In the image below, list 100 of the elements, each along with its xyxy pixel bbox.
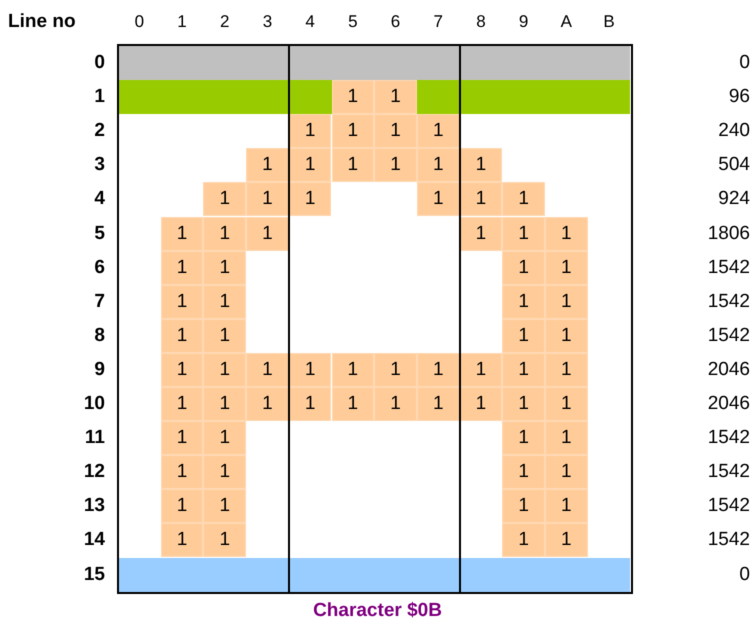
row-value: 924 xyxy=(717,188,750,210)
bit-cell: 1 xyxy=(416,148,460,182)
column-header: B xyxy=(602,11,616,33)
bit-cell: 1 xyxy=(545,489,588,524)
row-value: 1542 xyxy=(706,495,750,518)
bit-cell: 1 xyxy=(203,489,246,524)
bit-cell: 1 xyxy=(160,489,204,524)
bit-cell: 1 xyxy=(203,352,246,387)
bit-cell: 1 xyxy=(203,455,246,490)
bit-cell: 1 xyxy=(460,352,502,387)
row-value: 1542 xyxy=(706,529,750,552)
bit-cell: 1 xyxy=(545,523,588,558)
bit-cell: 1 xyxy=(374,114,417,148)
row-number: 4 xyxy=(93,188,105,210)
column-header: 6 xyxy=(390,11,402,33)
bit-cell: 1 xyxy=(545,387,588,422)
header-label: Line no xyxy=(8,11,76,33)
bit-cell: 1 xyxy=(203,216,246,251)
bit-cell: 1 xyxy=(288,148,332,182)
bit-cell: 1 xyxy=(203,523,246,558)
bit-cell: 1 xyxy=(160,421,204,456)
column-header: 7 xyxy=(432,11,444,33)
row-number: 8 xyxy=(93,324,105,347)
row-number: 5 xyxy=(93,222,105,245)
bit-cell: 1 xyxy=(332,114,374,148)
bit-cell: 1 xyxy=(160,455,204,490)
row-number: 3 xyxy=(93,154,105,176)
row-value: 96 xyxy=(728,86,750,108)
bit-cell: 1 xyxy=(160,250,204,285)
bit-cell: 1 xyxy=(502,216,545,251)
bit-cell: 1 xyxy=(203,318,246,353)
bit-cell: 1 xyxy=(246,182,289,216)
bit-cell: 1 xyxy=(160,352,204,387)
bit-cell: 1 xyxy=(332,148,374,182)
bit-cell: 1 xyxy=(288,387,332,422)
column-header: 8 xyxy=(475,11,487,33)
bit-cell: 1 xyxy=(374,387,417,422)
bit-cell: 1 xyxy=(416,182,460,216)
bit-cell: 1 xyxy=(160,523,204,558)
row-number: 10 xyxy=(82,393,105,416)
bit-cell: 1 xyxy=(545,421,588,456)
bit-cell: 1 xyxy=(203,284,246,319)
row-value: 1542 xyxy=(706,324,750,347)
bit-cell: 1 xyxy=(545,352,588,387)
column-header: 9 xyxy=(518,11,530,33)
bit-cell: 1 xyxy=(332,387,374,422)
bit-cell: 1 xyxy=(416,352,460,387)
bit-cell: 1 xyxy=(416,114,460,148)
row-number: 14 xyxy=(82,529,105,552)
bit-cell: 1 xyxy=(545,216,588,251)
row-number: 9 xyxy=(93,358,105,381)
bit-cell: 1 xyxy=(545,455,588,490)
bit-cell: 1 xyxy=(545,284,588,319)
bit-cell: 1 xyxy=(374,352,417,387)
bit-cell: 1 xyxy=(502,489,545,524)
row-value: 0 xyxy=(738,52,750,74)
row-number: 11 xyxy=(84,427,105,450)
bit-cell: 1 xyxy=(332,80,374,114)
bit-cell: 1 xyxy=(502,250,545,285)
bit-cell: 1 xyxy=(502,318,545,353)
column-header: A xyxy=(560,11,574,33)
column-header: 0 xyxy=(134,11,146,33)
bit-cell: 1 xyxy=(203,387,246,422)
row-value: 1542 xyxy=(706,427,750,450)
row-number: 12 xyxy=(82,461,105,484)
row-value: 2046 xyxy=(706,393,750,416)
row-number: 6 xyxy=(93,256,105,279)
bit-cell: 1 xyxy=(502,523,545,558)
bit-cell: 1 xyxy=(246,352,289,387)
bit-cell: 1 xyxy=(374,148,417,182)
column-header: 4 xyxy=(304,11,316,33)
row-number: 13 xyxy=(82,495,105,518)
row-value: 1806 xyxy=(706,222,750,245)
bit-cell: 1 xyxy=(246,148,289,182)
bit-cell: 1 xyxy=(460,387,502,422)
bit-cell: 1 xyxy=(160,318,204,353)
bit-cell: 1 xyxy=(288,114,332,148)
row-value: 2046 xyxy=(706,358,750,381)
bit-cell: 1 xyxy=(203,250,246,285)
row-value: 1542 xyxy=(706,290,750,313)
bit-cell: 1 xyxy=(502,182,545,216)
bit-cell: 1 xyxy=(545,318,588,353)
row-number: 15 xyxy=(82,564,105,586)
bit-cell: 1 xyxy=(160,216,204,251)
bit-cell: 1 xyxy=(545,250,588,285)
column-header: 3 xyxy=(262,11,274,33)
bit-cell: 1 xyxy=(460,148,502,182)
row-number: 0 xyxy=(93,52,105,74)
row-value: 240 xyxy=(717,120,750,142)
bit-cell: 1 xyxy=(502,455,545,490)
bit-cell: 1 xyxy=(460,182,502,216)
column-header: 2 xyxy=(219,11,230,33)
bit-cell: 1 xyxy=(374,80,417,114)
bit-cell: 1 xyxy=(502,387,545,422)
bit-cell: 1 xyxy=(203,421,246,456)
row-number: 2 xyxy=(93,120,105,142)
bit-cell: 1 xyxy=(160,387,204,422)
bit-cell: 1 xyxy=(160,284,204,319)
bit-cell: 1 xyxy=(203,182,246,216)
row-value: 0 xyxy=(738,564,750,586)
